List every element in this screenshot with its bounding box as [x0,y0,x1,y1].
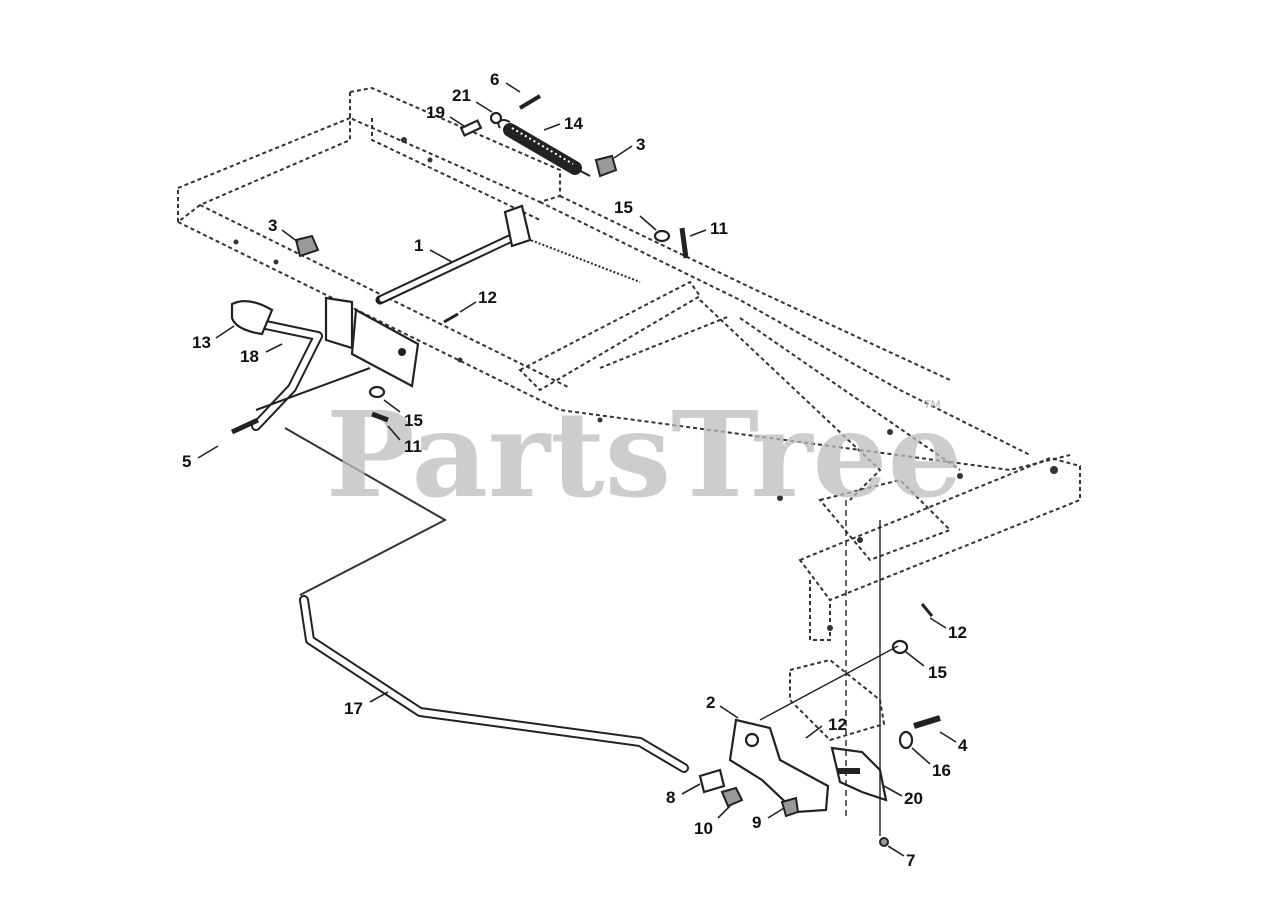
watermark: PartsTree ™ [326,385,963,524]
callout-10: 10 [694,805,731,838]
callout-12-lower: 12 [805,715,847,739]
svg-text:18: 18 [240,347,259,366]
svg-text:19: 19 [426,103,445,122]
watermark-text: PartsTree [326,385,963,524]
callout-1: 1 [414,236,453,263]
callout-11-mid: 11 [387,425,422,456]
svg-text:12: 12 [828,715,847,734]
callout-11-upper: 11 [689,219,728,238]
callout-4: 4 [939,731,968,755]
svg-text:3: 3 [636,135,645,154]
callout-18: 18 [240,343,283,366]
watermark-trademark: ™ [922,397,942,419]
parts [230,94,941,847]
callout-15-upper: 15 [614,198,657,231]
svg-text:7: 7 [906,851,915,870]
callout-9: 9 [752,807,785,832]
svg-text:21: 21 [452,86,471,105]
svg-text:12: 12 [948,623,967,642]
callout-19: 19 [426,103,465,127]
callout-20: 20 [883,785,923,808]
svg-text:15: 15 [614,198,633,217]
svg-text:14: 14 [564,114,583,133]
callout-6: 6 [490,70,521,93]
callout-7: 7 [887,845,915,870]
callouts: 6 21 19 14 3 15 11 3 1 12 13 18 15 11 5 … [182,70,968,870]
svg-text:11: 11 [404,437,422,456]
callout-3-upper: 3 [613,135,645,159]
callout-14: 14 [543,114,583,133]
svg-text:6: 6 [490,70,499,89]
svg-text:16: 16 [932,761,951,780]
callout-21: 21 [452,86,493,113]
svg-text:13: 13 [192,333,211,352]
callout-3-left: 3 [268,216,299,243]
svg-text:3: 3 [268,216,277,235]
svg-text:11: 11 [710,219,728,238]
svg-text:15: 15 [404,411,423,430]
svg-text:2: 2 [706,693,715,712]
callout-15-mid: 15 [383,399,423,430]
svg-text:5: 5 [182,452,191,471]
callout-8: 8 [666,783,701,807]
svg-text:1: 1 [414,236,423,255]
callout-15-right: 15 [905,651,947,682]
svg-text:15: 15 [928,663,947,682]
svg-text:8: 8 [666,788,675,807]
callout-12-right: 12 [929,617,967,642]
callout-2: 2 [706,693,739,719]
svg-text:20: 20 [904,789,923,808]
svg-text:4: 4 [958,736,968,755]
svg-text:9: 9 [752,813,761,832]
mower-frame [177,86,1081,641]
callout-17: 17 [344,691,389,718]
svg-text:17: 17 [344,699,363,718]
callout-13: 13 [192,325,235,352]
svg-text:10: 10 [694,819,713,838]
callout-16: 16 [911,747,951,780]
callout-12-mid: 12 [459,288,497,313]
callout-5: 5 [182,445,219,471]
svg-text:12: 12 [478,288,497,307]
